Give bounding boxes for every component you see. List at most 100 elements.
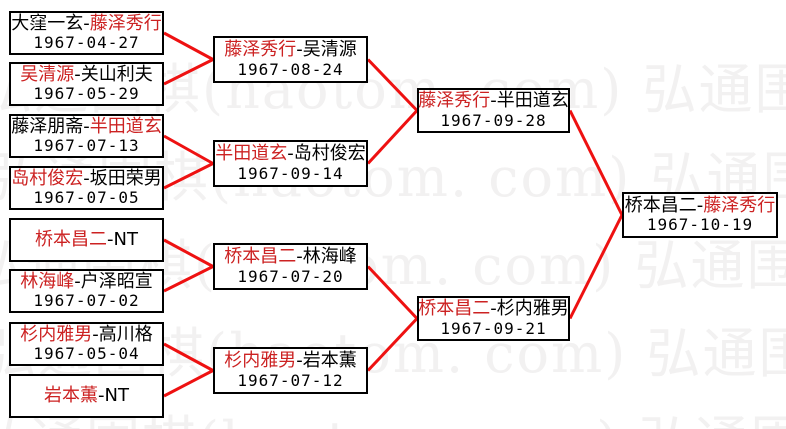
connector-line (163, 238, 214, 268)
player-name: 桥本昌二 (35, 229, 108, 251)
player-name: 藤泽秀行 (224, 39, 297, 61)
player-name: 高川格 (98, 323, 153, 345)
player-name: 杉内雅男 (20, 323, 93, 345)
connector-line (568, 109, 624, 216)
player-name: NT (113, 229, 138, 251)
player-name: 岩本薫 (44, 385, 99, 407)
match-players: 藤泽秀行-半田道玄 (418, 90, 569, 111)
player-name: 杉内雅男 (496, 298, 569, 320)
match-players: 岩本薫-NT (44, 385, 129, 406)
match-players: 桥本昌二-NT (35, 229, 138, 250)
player-name: 岛村俊宏 (293, 143, 366, 165)
player-name: 桥本昌二 (224, 246, 297, 268)
player-separator: - (74, 270, 81, 292)
player-separator: - (83, 12, 90, 34)
watermark-row: 弘通围棋(haotom. com) 弘通围棋(haotom. com) (0, 397, 786, 429)
match-players: 桥本昌二-林海峰 (224, 246, 357, 267)
match-players: 桥本昌二-杉内雅男 (418, 298, 569, 319)
player-name: 藤泽朋斋 (11, 115, 84, 137)
player-name: 坂田荣男 (89, 167, 162, 189)
connector-line (366, 317, 419, 372)
match-players: 大窪一玄-藤泽秀行 (11, 13, 162, 34)
player-name: NT (104, 385, 129, 407)
connector-line (366, 265, 419, 320)
match-date: 1967-10-19 (646, 215, 754, 235)
player-name: 关山利夫 (80, 63, 153, 85)
match-players: 藤泽秀行-吴清源 (224, 39, 357, 60)
player-separator: - (296, 39, 303, 61)
player-separator: - (74, 63, 81, 85)
match-date: 1967-07-13 (33, 136, 140, 156)
player-separator: - (490, 90, 497, 112)
player-separator: - (696, 194, 704, 216)
player-separator: - (98, 385, 105, 407)
player-name: 半田道玄 (89, 115, 162, 137)
player-name: 半田道玄 (215, 143, 288, 165)
match-players: 半田道玄-岛村俊宏 (215, 143, 366, 164)
match-date: 1967-09-14 (237, 163, 344, 183)
match-date: 1967-08-24 (237, 59, 344, 79)
player-name: 林海峰 (302, 246, 357, 268)
match-players: 吴清源-关山利夫 (20, 64, 153, 85)
connector-line (163, 134, 214, 165)
match-box: 桥本昌二-NT (9, 218, 164, 262)
player-name: 藤泽秀行 (703, 194, 776, 216)
player-separator: - (107, 229, 114, 251)
connector-line (163, 342, 214, 372)
player-separator: - (490, 298, 497, 320)
connector-line (366, 109, 419, 165)
match-date: 1967-07-20 (237, 266, 344, 286)
connector-line (163, 265, 214, 293)
player-name: 藤泽秀行 (89, 12, 162, 34)
match-box: 岩本薫-NT (9, 374, 164, 418)
player-separator: - (92, 323, 99, 345)
player-separator: - (287, 143, 294, 165)
connector-line (163, 58, 214, 86)
player-name: 桥本昌二 (418, 298, 491, 320)
connector-line (366, 58, 419, 112)
player-name: 吴清源 (302, 39, 357, 61)
match-players: 林海峰-户泽昭宣 (20, 271, 153, 292)
connector-line (163, 31, 214, 61)
match-date: 1967-09-21 (440, 318, 547, 338)
player-name: 户泽昭宣 (80, 270, 153, 292)
match-date: 1967-04-27 (33, 33, 140, 53)
match-date: 1967-07-12 (237, 370, 344, 390)
match-date: 1967-09-28 (440, 110, 547, 130)
player-name: 半田道玄 (496, 90, 569, 112)
connector-line (163, 369, 214, 398)
player-separator: - (83, 167, 90, 189)
match-date: 1967-07-05 (33, 188, 140, 208)
match-players: 藤泽朋斋-半田道玄 (11, 116, 162, 137)
connector-line (568, 214, 624, 320)
player-separator: - (296, 350, 303, 372)
player-name: 藤泽秀行 (418, 90, 491, 112)
match-players: 岛村俊宏-坂田荣男 (11, 168, 162, 189)
match-date: 1967-05-29 (33, 84, 140, 104)
match-players: 桥本昌二-藤泽秀行 (625, 195, 776, 216)
player-name: 岛村俊宏 (11, 167, 84, 189)
player-name: 林海峰 (20, 270, 75, 292)
match-date: 1967-07-02 (33, 291, 140, 311)
player-name: 吴清源 (20, 63, 75, 85)
player-separator: - (296, 246, 303, 268)
player-name: 岩本薫 (302, 350, 357, 372)
player-name: 杉内雅男 (224, 350, 297, 372)
player-separator: - (83, 115, 90, 137)
